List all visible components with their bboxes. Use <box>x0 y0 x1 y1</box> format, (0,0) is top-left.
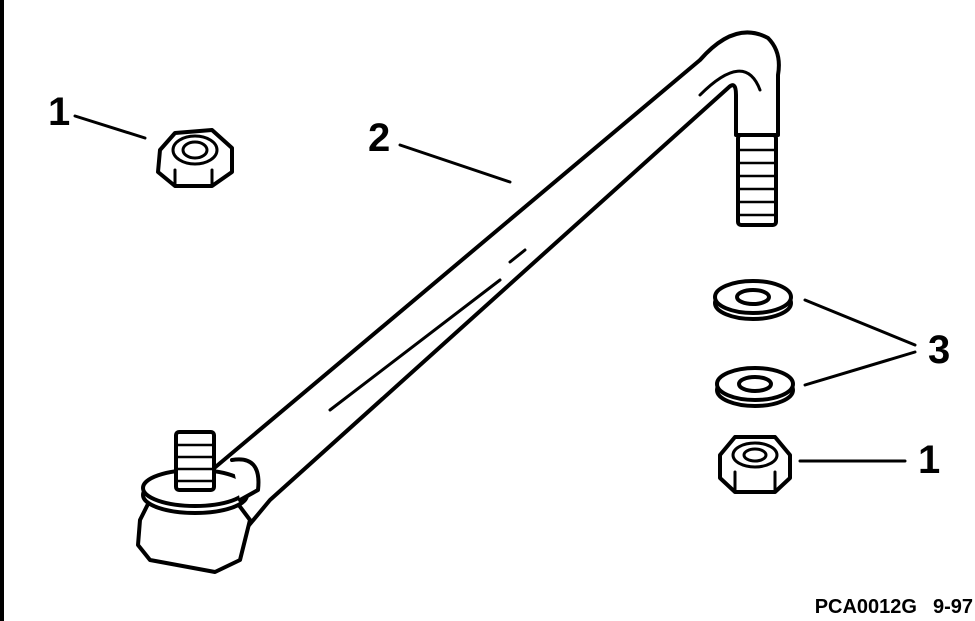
lower-end-assembly <box>136 430 261 574</box>
callout-nut-right: 1 <box>918 438 941 482</box>
washer-lower <box>715 366 795 408</box>
link-rod <box>148 30 781 562</box>
leader-lines <box>73 114 917 463</box>
leader-rod <box>398 143 512 184</box>
upper-threaded-stud <box>736 133 778 227</box>
washer-upper <box>713 279 793 321</box>
frame-border <box>0 0 4 621</box>
leader-nut-left <box>73 114 147 140</box>
leader-washer-upper <box>803 298 917 347</box>
callout-rod: 2 <box>368 116 391 160</box>
hex-nut-right <box>718 435 792 494</box>
callout-washers: 3 <box>928 328 951 372</box>
figure-reference: PCA0012G 9-97 <box>815 596 973 619</box>
reference-code: PCA0012G <box>814 596 917 618</box>
leader-washer-lower <box>803 350 917 387</box>
hex-nut-left <box>156 128 234 188</box>
callout-nut-left: 1 <box>48 90 71 134</box>
reference-date: 9-97 <box>932 596 973 618</box>
